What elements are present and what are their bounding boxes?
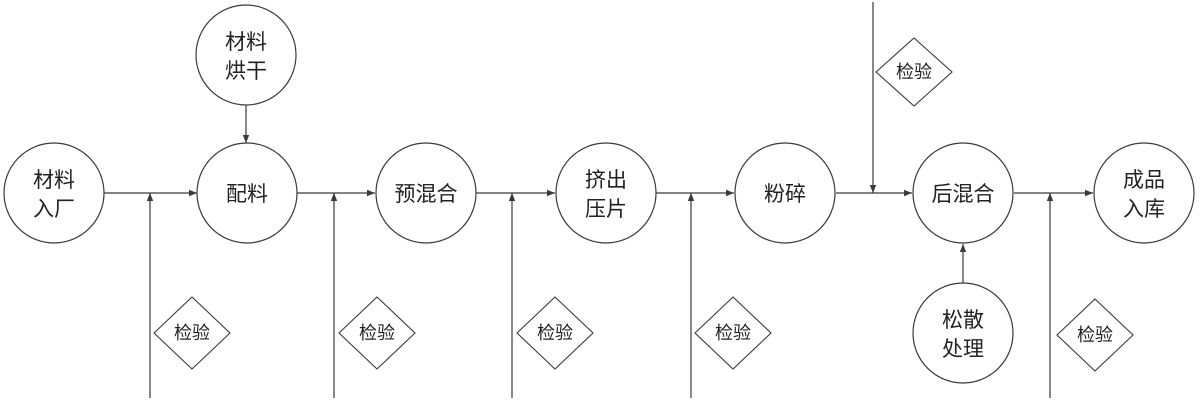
node-crush-label: 粉碎 <box>764 182 806 206</box>
node-material-dry-line-2: 烘干 <box>225 59 267 83</box>
inspection-diamond-1: 检验 <box>153 296 231 370</box>
inspection-diamond-6: 检验 <box>1056 298 1134 372</box>
inspection-diamond-5: 检验 <box>875 37 953 107</box>
inspection-diamond-2: 检验 <box>338 296 416 370</box>
inspection-label-5: 检验 <box>896 62 932 83</box>
node-batching-label: 配料 <box>226 182 268 206</box>
node-extrude: 挤出 压片 <box>555 142 657 244</box>
node-material-in-line-2: 入厂 <box>33 197 75 221</box>
node-material-in-line-1: 材料 <box>33 168 75 192</box>
inspection-diamond-4: 检验 <box>694 296 772 370</box>
node-crush: 粉碎 <box>734 142 836 244</box>
node-material-dry-line-1: 材料 <box>225 30 267 54</box>
inspection-label-3: 检验 <box>537 323 573 344</box>
node-extrude-line-2: 压片 <box>585 197 627 221</box>
node-batching: 配料 <box>196 142 298 244</box>
inspection-lines <box>146 2 1054 398</box>
node-premix-label: 预混合 <box>395 182 458 206</box>
inspection-label-4: 检验 <box>715 323 751 344</box>
node-loosen-line-2: 处理 <box>942 337 984 361</box>
node-postmix: 后混合 <box>912 142 1014 244</box>
inspection-diamond-3: 检验 <box>516 296 594 370</box>
node-postmix-label: 后混合 <box>932 182 995 206</box>
node-product-store-line-2: 入库 <box>1123 197 1165 221</box>
node-material-in: 材料 入厂 <box>3 142 105 244</box>
node-product-store-line-1: 成品 <box>1123 168 1165 192</box>
node-product-store: 成品 入库 <box>1093 142 1195 244</box>
node-premix: 预混合 <box>375 142 477 244</box>
inspection-label-6: 检验 <box>1077 325 1113 346</box>
node-material-dry: 材料 烘干 <box>195 4 297 106</box>
node-loosen: 松散 处理 <box>912 282 1014 384</box>
node-loosen-line-1: 松散 <box>942 308 984 332</box>
node-extrude-line-1: 挤出 <box>585 168 627 192</box>
inspection-label-1: 检验 <box>174 323 210 344</box>
inspection-label-2: 检验 <box>359 323 395 344</box>
